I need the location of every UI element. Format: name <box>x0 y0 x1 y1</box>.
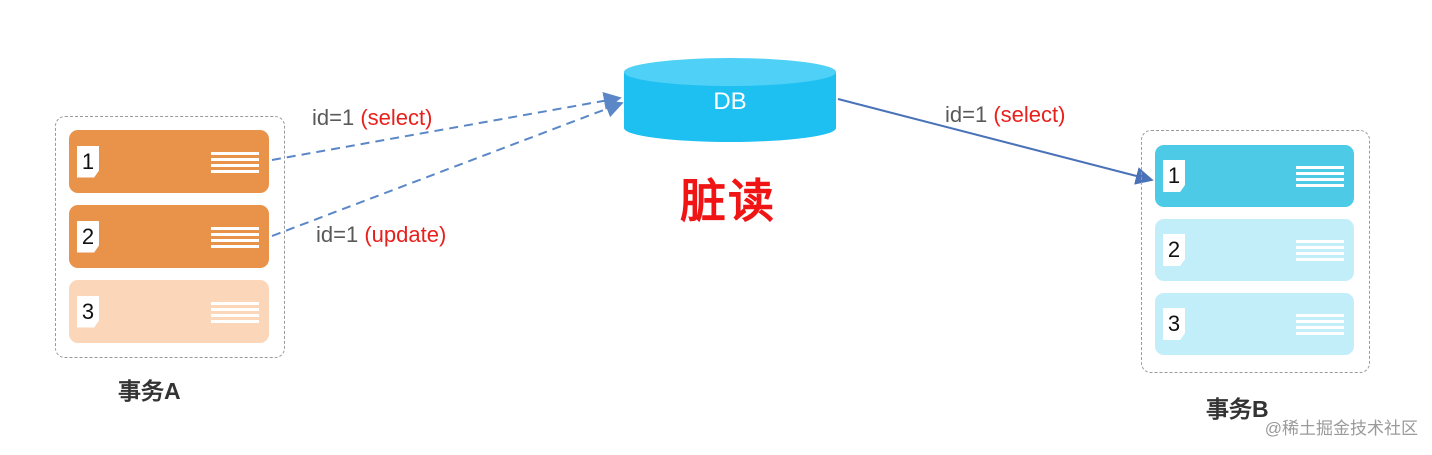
label-a-select-op: (select) <box>360 105 433 130</box>
arrow-a-update <box>271 100 624 237</box>
row-number: 3 <box>77 295 99 328</box>
db-label: DB <box>713 88 747 115</box>
row-number: 1 <box>1163 160 1185 192</box>
text-lines-icon <box>1296 314 1344 335</box>
label-b-select: id=1 (select) <box>945 102 1065 128</box>
text-lines-icon <box>211 301 259 323</box>
text-lines-icon <box>211 226 259 248</box>
label-a-update: id=1 (update) <box>316 222 446 248</box>
arrow-b-select <box>837 98 1154 185</box>
transaction-a-box <box>55 116 285 358</box>
row-number: 2 <box>77 220 99 253</box>
label-a-select-key: id=1 <box>312 105 355 130</box>
row-number: 1 <box>77 145 99 178</box>
transaction-a-row-2: 2 <box>69 205 269 268</box>
db-cylinder <box>624 58 836 142</box>
transaction-b-box <box>1141 130 1370 373</box>
text-lines-icon <box>1296 166 1344 187</box>
watermark: @稀土掘金技术社区 <box>1264 419 1418 438</box>
transaction-b-row-1: 1 <box>1155 145 1354 207</box>
transaction-b-row-2: 2 <box>1155 219 1354 281</box>
label-b-select-op: (select) <box>993 102 1066 127</box>
transaction-a-label: 事务A <box>118 378 181 404</box>
text-lines-icon <box>1296 240 1344 261</box>
row-number: 3 <box>1163 308 1185 340</box>
label-a-update-key: id=1 <box>316 222 359 247</box>
label-b-select-key: id=1 <box>945 102 988 127</box>
text-lines-icon <box>211 151 259 173</box>
label-a-select: id=1 (select) <box>312 105 432 131</box>
transaction-b-label: 事务B <box>1206 396 1269 422</box>
transaction-b-row-3: 3 <box>1155 293 1354 355</box>
page-title: 脏读 <box>680 175 776 227</box>
transaction-a-row-3: 3 <box>69 280 269 343</box>
row-number: 2 <box>1163 234 1185 266</box>
transaction-a-row-1: 1 <box>69 130 269 193</box>
label-a-update-op: (update) <box>364 222 447 247</box>
